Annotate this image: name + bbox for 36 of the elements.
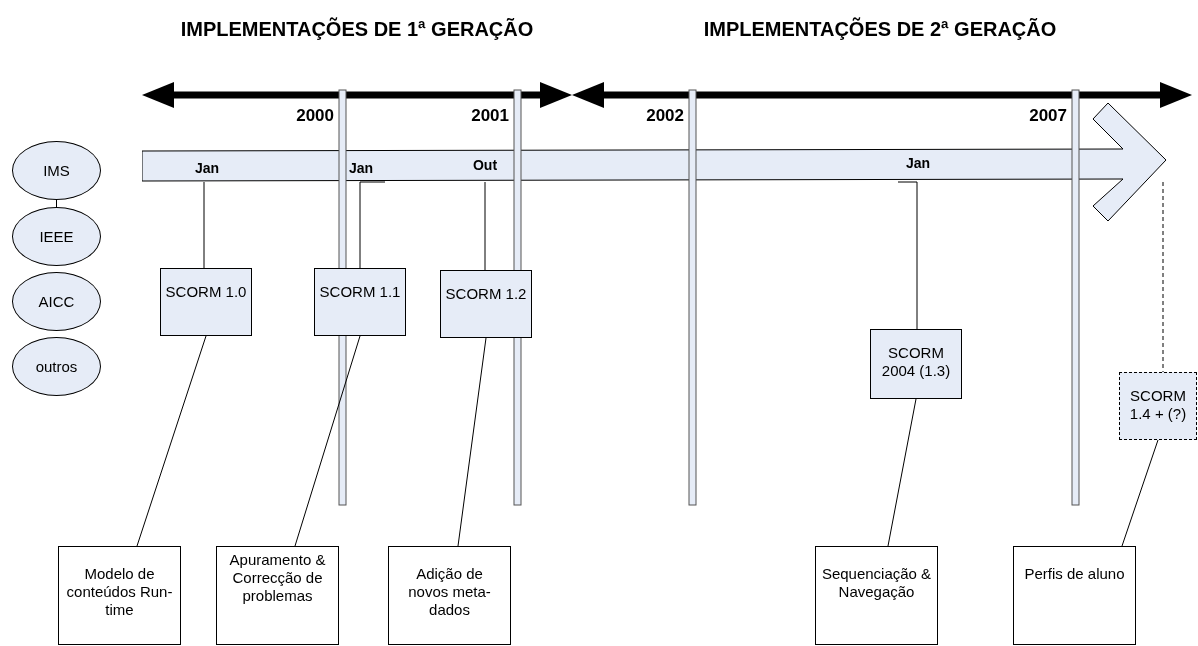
connector-line (56, 199, 57, 208)
leader-line (203, 181, 205, 269)
year-label: 2000 (296, 106, 334, 126)
version-box: SCORM 1.2 (440, 270, 532, 338)
feature-box: Apuramento & Correcção de problemas (216, 546, 339, 645)
connector-line (457, 337, 487, 547)
version-box: SCORM 2004 (1.3) (870, 329, 962, 399)
version-box: SCORM 1.4 + (?) (1119, 372, 1197, 440)
year-label: 2001 (471, 106, 509, 126)
timeline-arrow (142, 102, 1168, 224)
version-box: SCORM 1.0 (160, 268, 252, 336)
leader-line (1162, 181, 1164, 373)
month-label: Jan (348, 160, 374, 176)
connector-line (1121, 439, 1159, 547)
organisation-ellipse: IEEE (12, 207, 101, 266)
feature-box: Adição de novos meta-dados (388, 546, 511, 645)
year-label: 2007 (1029, 106, 1067, 126)
connector-line (887, 398, 917, 547)
organisation-ellipse: outros (12, 337, 101, 396)
month-label: Out (472, 157, 498, 173)
period-heading: IMPLEMENTAÇÕES DE 1ª GERAÇÃO (180, 18, 534, 41)
feature-box: Perfis de aluno (1013, 546, 1136, 645)
organisation-ellipse: IMS (12, 141, 101, 200)
leader-line (359, 181, 386, 269)
period-heading: IMPLEMENTAÇÕES DE 2ª GERAÇÃO (703, 18, 1057, 41)
leader-line (897, 181, 918, 330)
feature-box: Modelo de conteúdos Run-time (58, 546, 181, 645)
feature-box: Sequenciação & Navegação (815, 546, 938, 645)
month-label: Jan (905, 155, 931, 171)
organisation-ellipse: AICC (12, 272, 101, 331)
version-box: SCORM 1.1 (314, 268, 406, 336)
connector-line (136, 335, 207, 547)
leader-line (484, 181, 486, 271)
connector-line (294, 335, 361, 547)
year-label: 2002 (646, 106, 684, 126)
month-label: Jan (194, 160, 220, 176)
